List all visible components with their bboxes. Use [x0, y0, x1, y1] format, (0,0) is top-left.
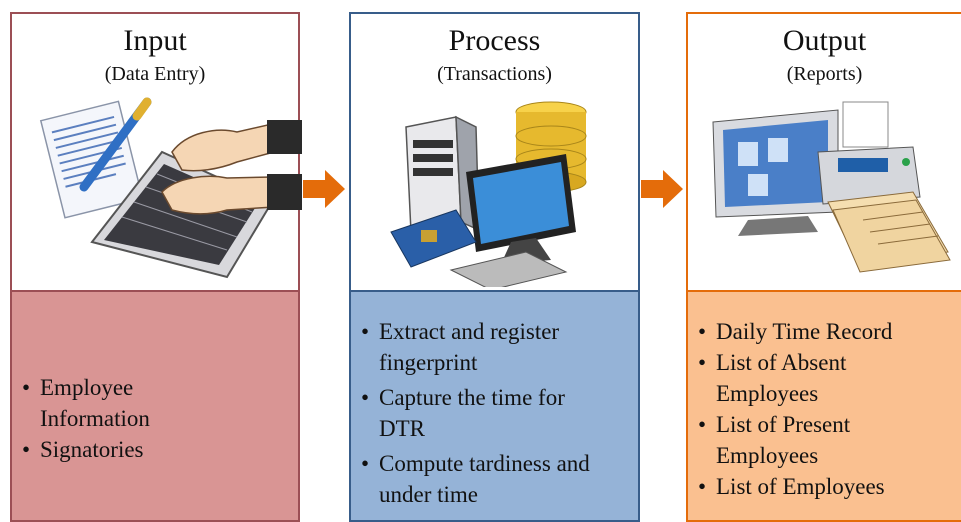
list-item: List of Absent Employees — [688, 347, 916, 409]
output-items-panel: Daily Time Record List of Absent Employe… — [686, 292, 961, 522]
input-column: Input (Data Entry) — [10, 12, 302, 522]
list-item: Signatories — [12, 434, 292, 465]
process-column: Process (Transactions) — [349, 12, 640, 522]
input-title: Input — [123, 24, 187, 57]
list-item: Extract and register fingerprint — [351, 316, 629, 378]
process-title: Process — [448, 24, 541, 57]
input-header-panel: Input (Data Entry) — [10, 12, 302, 292]
output-item-list: Daily Time Record List of Absent Employe… — [688, 316, 958, 502]
process-subtitle: (Transactions) — [437, 63, 552, 85]
computer-printer-icon — [688, 92, 961, 287]
process-items-panel: Extract and register fingerprint Capture… — [349, 292, 640, 522]
list-item: Compute tardiness and under time — [351, 448, 629, 510]
input-subtitle: (Data Entry) — [104, 63, 206, 85]
typing-on-keyboard-icon — [12, 92, 302, 287]
list-item: List of Present Employees — [688, 409, 916, 471]
list-item: Capture the time for DTR — [351, 382, 589, 444]
list-item: Daily Time Record — [688, 316, 958, 347]
computer-database-icon — [351, 92, 638, 291]
process-header-panel: Process (Transactions) — [349, 12, 640, 292]
input-items-panel: Employee Information Signatories — [10, 292, 300, 522]
output-subtitle: (Reports) — [786, 63, 863, 85]
output-header-panel: Output (Reports) — [686, 12, 961, 292]
input-item-list: Employee Information Signatories — [12, 372, 292, 465]
arrow-right-icon — [303, 168, 345, 215]
output-column: Output (Reports) — [686, 12, 961, 522]
arrow-right-icon — [641, 168, 683, 215]
list-item: Employee Information — [12, 372, 210, 434]
process-item-list: Extract and register fingerprint Capture… — [351, 316, 636, 510]
output-title: Output — [782, 24, 867, 57]
list-item: List of Employees — [688, 471, 958, 502]
